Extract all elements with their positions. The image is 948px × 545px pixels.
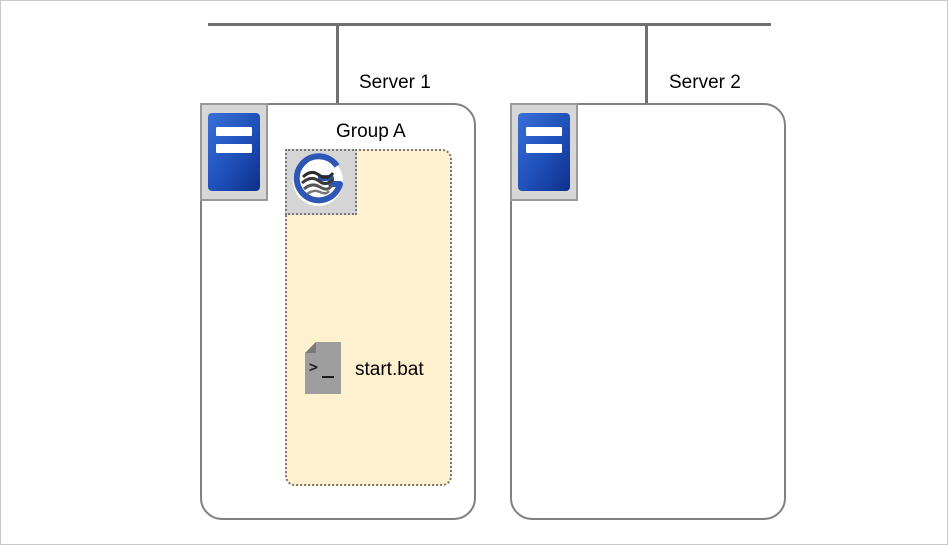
script-file-icon[interactable]: > [304,341,342,395]
server-1-network-link [336,25,339,105]
server-icon [518,113,570,191]
server-1-badge [200,103,268,201]
script-file-label: start.bat [355,359,424,380]
server-icon [208,113,260,191]
server-1-label: Server 1 [359,72,431,93]
cluster-resource-badge [285,149,357,215]
server-2-box[interactable] [510,103,786,520]
server-2-label: Server 2 [669,72,741,93]
server-2-badge [510,103,578,201]
network-bus-line [208,23,771,26]
svg-text:>: > [309,358,318,376]
group-a-label: Group A [336,121,406,142]
server-2-network-link [645,25,648,105]
cluster-resource-icon [293,153,343,206]
